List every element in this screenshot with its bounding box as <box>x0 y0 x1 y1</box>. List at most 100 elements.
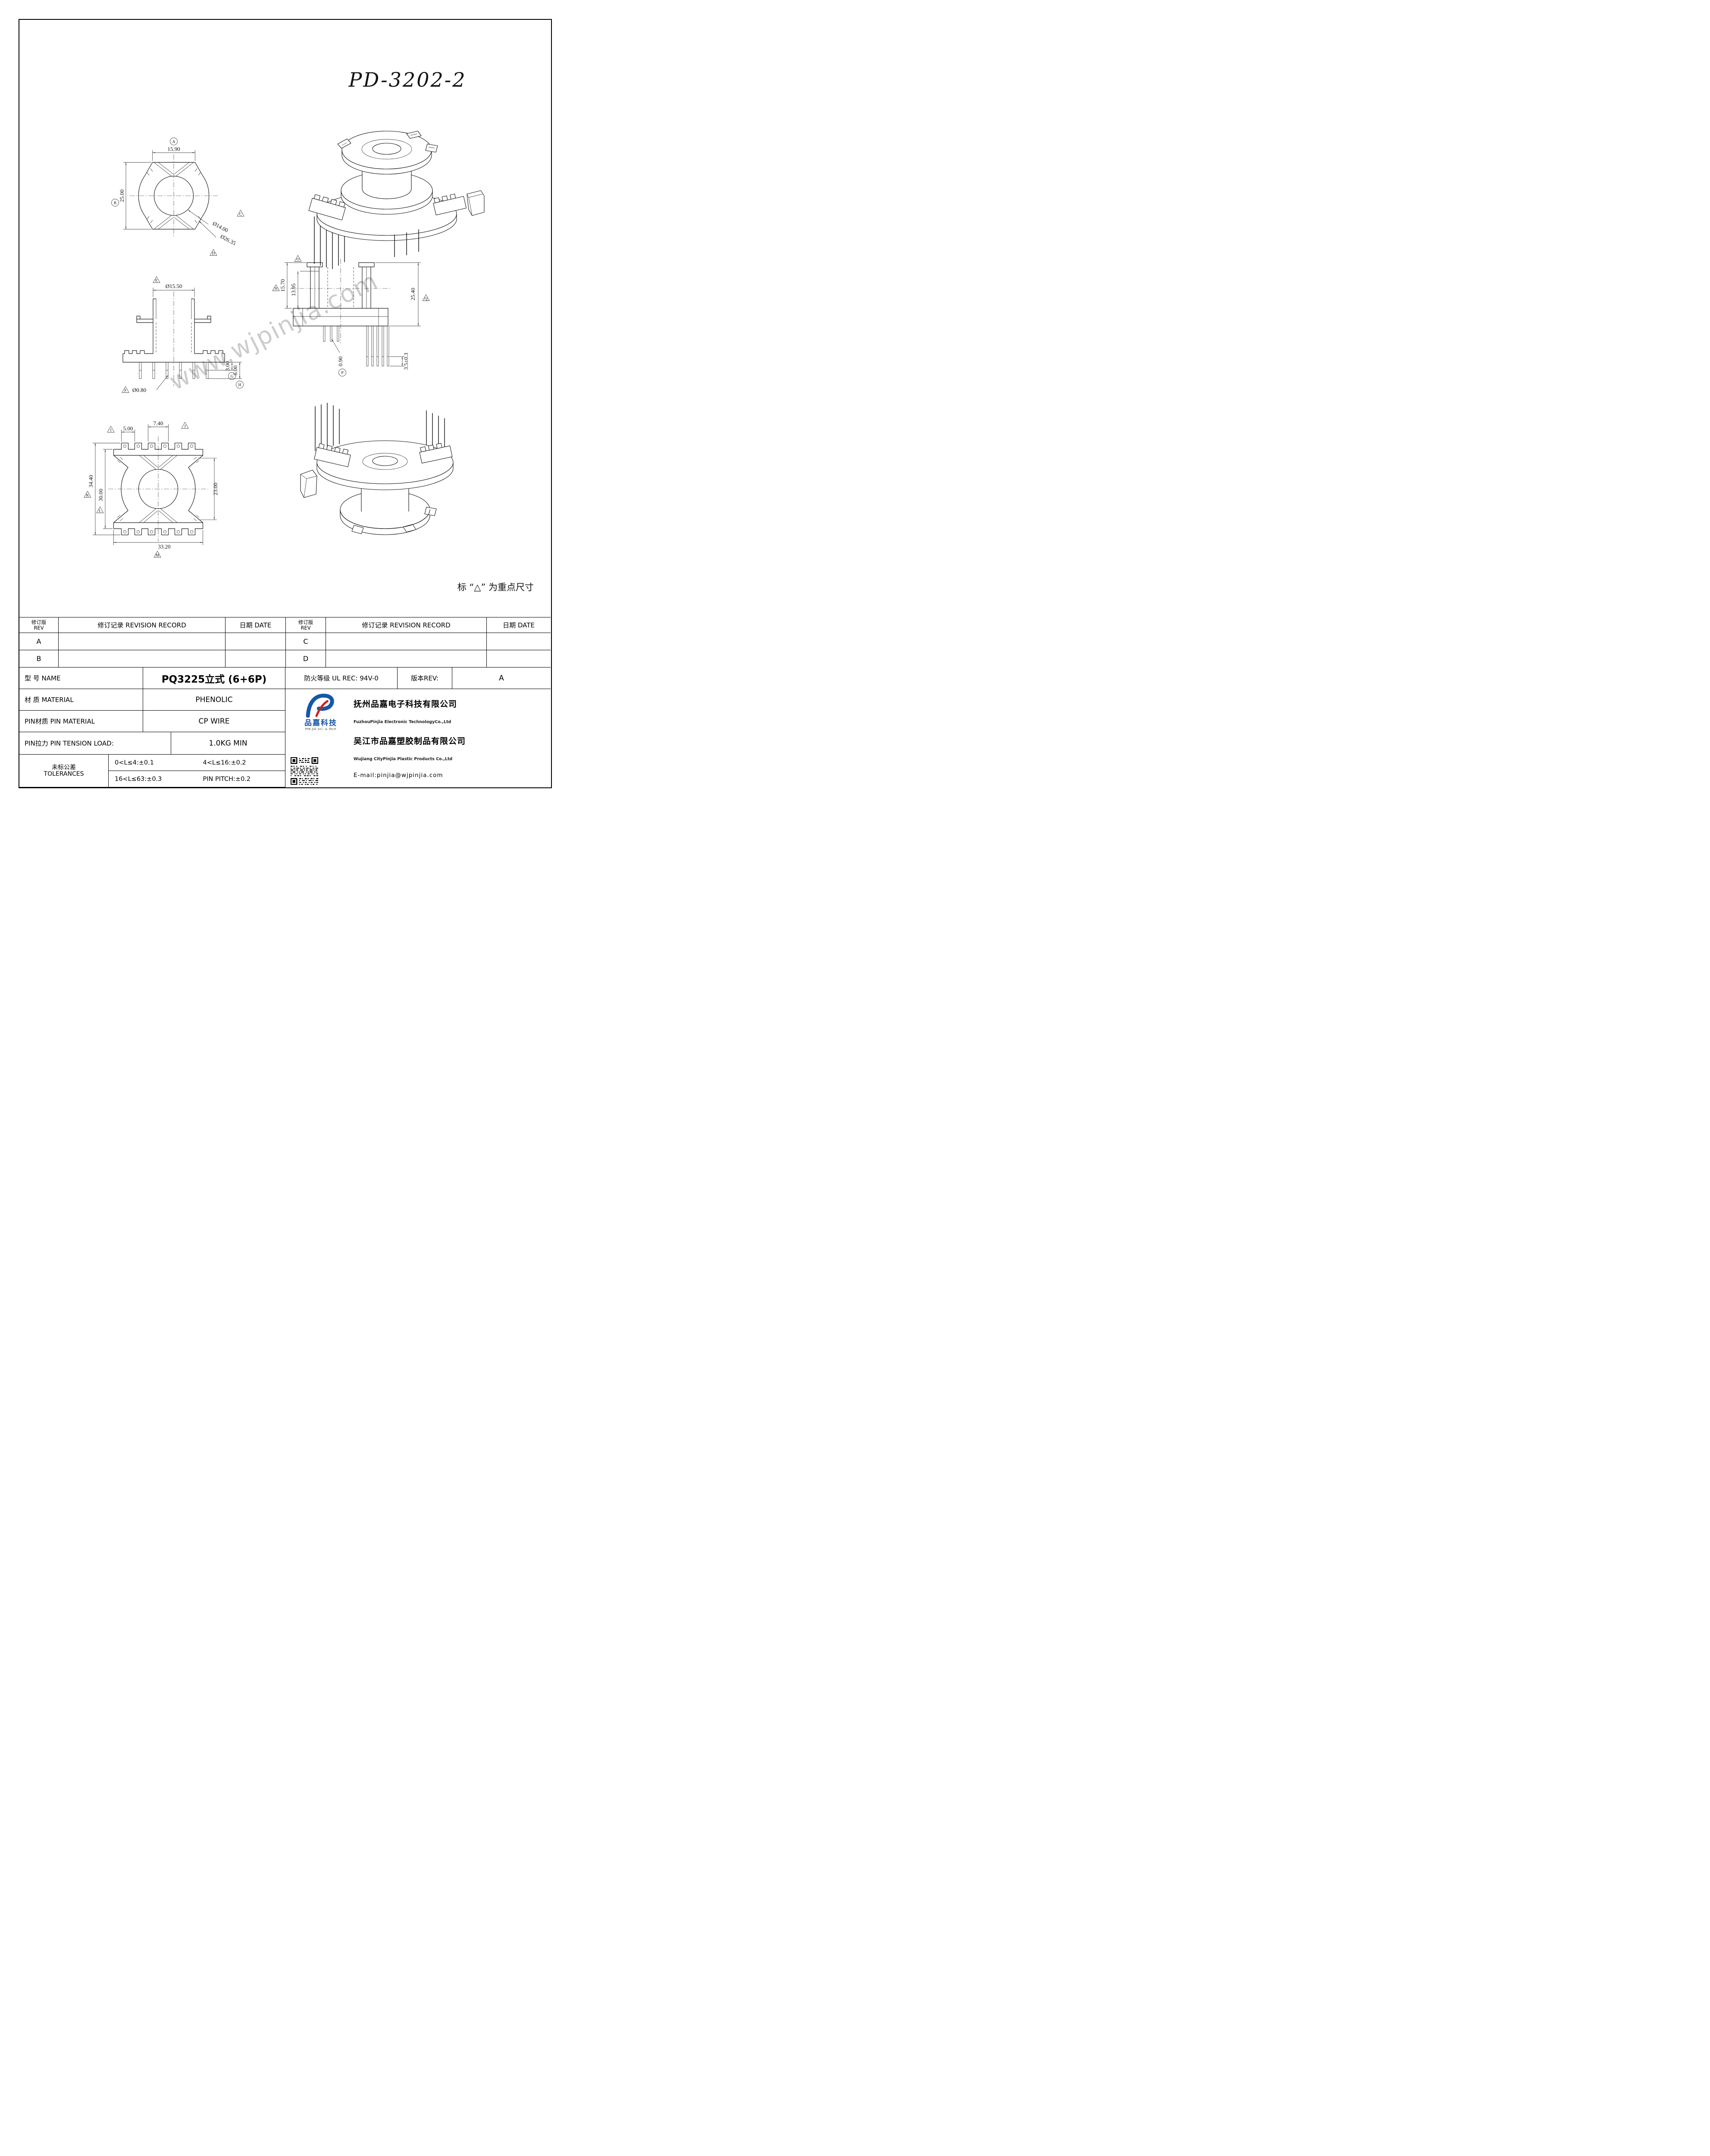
bottom-bottom-comb <box>113 522 204 536</box>
company-name-cn-2: 吴江市品嘉塑胶制品有限公司 <box>354 736 466 746</box>
dim-top-height: 25.00 B <box>111 162 151 229</box>
pin-tension-row: PIN拉力 PIN TENSION LOAD: 1.0KG MIN <box>19 732 551 755</box>
pin-tension-value: 1.0KG MIN <box>171 732 285 755</box>
dim-bottom-height: 34.40 K <box>84 443 120 535</box>
bottom-pin-holes <box>123 445 194 533</box>
dim-top-inner-dia: Ø14.00 C <box>188 210 244 234</box>
dim-front-pin-dia: Ø0.80 F <box>122 375 169 393</box>
svg-text:N: N <box>275 287 278 291</box>
svg-text:3.5±0.3: 3.5±0.3 <box>403 353 409 370</box>
name-label: 型 号 NAME <box>19 667 143 689</box>
company-name-en-2: Wujiang CityPinjia Plastic Products Co.,… <box>354 757 453 761</box>
label-l: L <box>96 506 104 514</box>
company-logo <box>306 693 334 718</box>
svg-text:O: O <box>297 258 300 262</box>
tolerance-3: 16<L≤63:±0.3 <box>115 775 162 783</box>
revision-row-1: A C <box>19 633 551 650</box>
logo-text-cn: 品嘉科技 <box>304 719 337 727</box>
record-header-left: 修订记录 REVISION RECORD <box>59 617 225 633</box>
svg-text:K: K <box>86 494 89 498</box>
date-cell <box>487 633 551 650</box>
svg-text:J: J <box>184 425 186 429</box>
svg-text:P: P <box>341 371 343 376</box>
iso-top-tab-back <box>406 131 422 139</box>
date-cell <box>225 650 286 667</box>
dim-front-pin-len-b: 6.00 H <box>208 362 244 389</box>
dim-front-pin-len-a: 3.00 G <box>208 361 242 380</box>
iso-bottom-pins <box>315 403 445 452</box>
label-a: A <box>170 138 178 145</box>
front-base <box>122 350 225 363</box>
version-value: A <box>452 667 551 689</box>
iso-top-tab-left <box>337 138 351 149</box>
label-g: G <box>228 372 236 380</box>
pin-material-value: CP WIRE <box>143 711 285 732</box>
svg-text:Ø0.80: Ø0.80 <box>132 387 146 393</box>
rev-a: A <box>19 633 59 650</box>
svg-text:13.95: 13.95 <box>290 283 297 296</box>
iso-view-top <box>308 131 485 269</box>
pin-tension-label: PIN拉力 PIN TENSION LOAD: <box>19 732 171 755</box>
version-label: 版本REV: <box>398 667 452 689</box>
svg-text:5.00: 5.00 <box>123 425 133 432</box>
svg-text:15.90: 15.90 <box>167 146 180 152</box>
record-cell <box>326 633 487 650</box>
front-view: Ø15.50 E Ø0.80 F 3.00 G 6.00 <box>122 276 244 393</box>
bottom-body-sides <box>113 455 204 523</box>
label-f: F <box>122 386 129 393</box>
svg-text:Ø15.50: Ø15.50 <box>166 283 182 289</box>
svg-text:H: H <box>238 383 241 388</box>
company-text-area: 抚州品嘉电子科技有限公司 FuzhouPinjia Electronic Tec… <box>353 692 547 785</box>
svg-text:I: I <box>110 429 111 433</box>
side-view-centerlines <box>290 259 391 343</box>
svg-text:Ø14.00: Ø14.00 <box>212 220 229 233</box>
fire-rating: 防火等级 UL REC: 94V-0 <box>285 667 398 689</box>
material-value: PHENOLIC <box>143 689 285 711</box>
svg-text:25.00: 25.00 <box>119 189 125 202</box>
svg-text:30.00: 30.00 <box>97 489 104 501</box>
label-h: H <box>236 381 244 389</box>
dim-bottom-inner-height: 30.00 L <box>96 449 113 529</box>
svg-text:15.70: 15.70 <box>279 279 286 291</box>
record-header-right: 修订记录 REVISION RECORD <box>326 617 487 633</box>
date-cell <box>225 633 286 650</box>
tolerance-4: PIN PITCH:±0.2 <box>203 775 251 783</box>
material-label: 材 质 MATERIAL <box>19 689 143 711</box>
pin-material-label: PIN材质 PIN MATERIAL <box>19 711 143 732</box>
iso-bottom-tab-right <box>424 507 437 516</box>
company-name-en-1: FuzhouPinjia Electronic TechnologyCo.,Lt… <box>354 720 451 724</box>
logo-text-en: PIN JIA Sci. & Tech <box>305 727 337 731</box>
top-view: 15.90 A 25.00 B Ø14.00 C Ø26.35 <box>111 138 244 256</box>
label-j: J <box>181 422 189 429</box>
company-email: E-mail:pinjia@wjpinjia.com <box>354 772 443 779</box>
label-p: P <box>338 369 346 376</box>
side-right-pins <box>366 326 389 367</box>
rev-c: C <box>286 633 326 650</box>
front-upper-flange <box>136 316 211 323</box>
dim-bottom-inner-width: 23.00 <box>199 458 219 520</box>
dim-side-pin-tip: 3.5±0.3 <box>390 353 409 370</box>
record-cell <box>59 633 225 650</box>
name-row: 型 号 NAME PQ3225立式 (6+6P) 防火等级 UL REC: 94… <box>19 667 551 689</box>
record-cell <box>326 650 487 667</box>
drawing-frame: 15.90 A 25.00 B Ø14.00 C Ø26.35 <box>19 19 552 788</box>
svg-text:25.40: 25.40 <box>410 288 416 300</box>
qr-code <box>291 757 318 785</box>
svg-text:7.40: 7.40 <box>153 420 163 426</box>
svg-text:L: L <box>99 509 101 514</box>
company-block: 品嘉科技 PIN JIA Sci. & Tech <box>285 689 551 787</box>
drawing-sheet: 15.90 A 25.00 B Ø14.00 C Ø26.35 <box>0 0 570 807</box>
company-name-cn-1: 抚州品嘉电子科技有限公司 <box>354 699 457 709</box>
iso-top-comb-right <box>433 194 467 216</box>
date-header-right: 日期 DATE <box>487 617 551 633</box>
top-view-centerlines <box>130 154 218 237</box>
iso-bottom-comb-left <box>314 443 351 467</box>
svg-text:C: C <box>239 213 242 217</box>
dim-top-width: 15.90 A <box>152 138 195 161</box>
name-value: PQ3225立式 (6+6P) <box>143 667 285 689</box>
label-m: M <box>153 551 161 558</box>
iso-view-bottom <box>300 403 454 535</box>
